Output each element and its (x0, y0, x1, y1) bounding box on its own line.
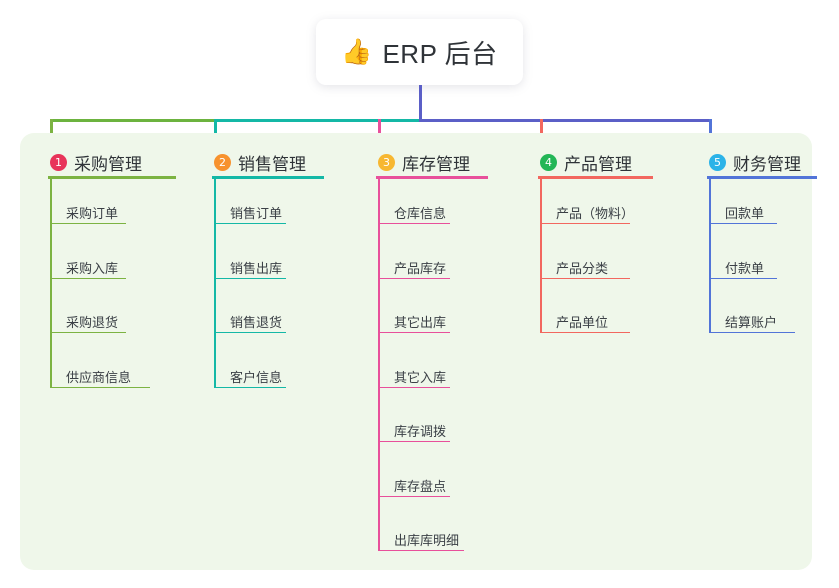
module-title: 采购管理 (74, 154, 142, 174)
leaf-rule (540, 332, 630, 333)
leaf-item-结算账户[interactable]: 结算账户 (725, 315, 778, 330)
leaf-rule (214, 332, 286, 333)
leaf-item-客户信息[interactable]: 客户信息 (230, 369, 283, 385)
module-badge-2: 2 (214, 153, 231, 171)
module-header-rule (538, 176, 653, 179)
module-header-rule (707, 176, 817, 179)
leaf-item-采购入库[interactable]: 采购入库 (66, 260, 119, 276)
leaf-rule (50, 223, 126, 224)
leaf-rule (214, 386, 286, 388)
leaf-rule (378, 277, 450, 279)
leaf-item-回款单[interactable]: 回款单 (725, 206, 765, 221)
module-header-财务管理[interactable]: 5 财务管理 (697, 147, 801, 177)
module-title: 库存管理 (402, 154, 470, 174)
leaf-item-仓库信息[interactable]: 仓库信息 (394, 206, 447, 221)
leaf-rule (50, 332, 126, 333)
page-title: ERP 后台 (382, 38, 498, 69)
module-badge-3: 3 (378, 153, 395, 171)
module-title: 产品管理 (564, 154, 632, 174)
module-spine (709, 179, 711, 332)
leaf-item-销售出库[interactable]: 销售出库 (230, 260, 283, 276)
modules-panel: 1 采购管理采购订单采购入库采购退货供应商信息 2 销售管理销售订单销售出库销售退货客… (20, 133, 817, 570)
module-spine (540, 179, 542, 332)
module-spine (50, 179, 52, 387)
leaf-item-产品单位[interactable]: 产品单位 (556, 315, 609, 330)
module-title: 销售管理 (238, 154, 306, 174)
leaf-item-采购退货[interactable]: 采购退货 (66, 315, 119, 330)
module-column-3: 3 库存管理仓库信息产品库存其它出库其它入库库存调拨库存盘点出库库明细 (366, 133, 488, 551)
leaf-item-采购订单[interactable]: 采购订单 (66, 206, 119, 221)
leaf-rule (378, 332, 450, 333)
leaf-item-产品库存[interactable]: 产品库存 (394, 260, 447, 276)
bus-segment-mid (214, 119, 419, 122)
leaf-rule (709, 277, 777, 279)
module-column-4: 4 产品管理产品（物料） 产品分类产品单位 (528, 133, 653, 333)
leaf-item-付款单[interactable]: 付款单 (725, 260, 765, 276)
leaf-rule (540, 223, 630, 224)
leaf-rule (540, 277, 630, 279)
root-node-card[interactable]: 👍 ERP 后台 (316, 19, 523, 85)
leaf-rule (378, 441, 450, 442)
leaf-item-出库库明细[interactable]: 出库库明细 (394, 533, 460, 548)
module-title: 财务管理 (733, 154, 801, 174)
leaf-item-其它入库[interactable]: 其它入库 (394, 369, 447, 385)
leaf-rule (709, 332, 795, 333)
leaf-rule (378, 223, 450, 224)
leaf-item-库存调拨[interactable]: 库存调拨 (394, 424, 447, 439)
module-badge-4: 4 (540, 153, 557, 171)
leaf-item-销售退货[interactable]: 销售退货 (230, 315, 283, 330)
module-header-rule (376, 176, 488, 179)
module-header-产品管理[interactable]: 4 产品管理 (528, 147, 632, 177)
leaf-rule (50, 277, 126, 279)
leaf-rule (50, 386, 150, 388)
module-header-rule (212, 176, 324, 179)
leaf-rule (378, 495, 450, 497)
leaf-item-产品分类[interactable]: 产品分类 (556, 260, 609, 276)
leaf-rule (709, 223, 777, 224)
module-column-5: 5 财务管理回款单付款单结算账户 (697, 133, 817, 333)
module-badge-5: 5 (709, 153, 726, 171)
root-stem (419, 85, 422, 122)
module-spine (378, 179, 380, 550)
module-header-库存管理[interactable]: 3 库存管理 (366, 147, 470, 177)
leaf-item-销售订单[interactable]: 销售订单 (230, 206, 283, 221)
module-column-1: 1 采购管理采购订单采购入库采购退货供应商信息 (38, 133, 176, 388)
module-spine (214, 179, 216, 387)
module-header-rule (48, 176, 176, 179)
bus-segment-left (50, 119, 214, 122)
bus-segment-right (419, 119, 712, 122)
leaf-item-库存盘点[interactable]: 库存盘点 (394, 478, 447, 494)
leaf-item-其它出库[interactable]: 其它出库 (394, 315, 447, 330)
leaf-rule (378, 550, 464, 551)
leaf-rule (378, 386, 450, 388)
module-header-销售管理[interactable]: 2 销售管理 (202, 147, 306, 177)
leaf-rule (214, 277, 286, 279)
module-badge-1: 1 (50, 153, 67, 171)
leaf-item-供应商信息[interactable]: 供应商信息 (66, 369, 132, 385)
leaf-item-产品（物料）[interactable]: 产品（物料） (556, 206, 635, 221)
module-column-2: 2 销售管理销售订单销售出库销售退货客户信息 (202, 133, 324, 388)
thumbs-up-icon: 👍 (341, 37, 373, 66)
module-header-采购管理[interactable]: 1 采购管理 (38, 147, 142, 177)
leaf-rule (214, 223, 286, 224)
